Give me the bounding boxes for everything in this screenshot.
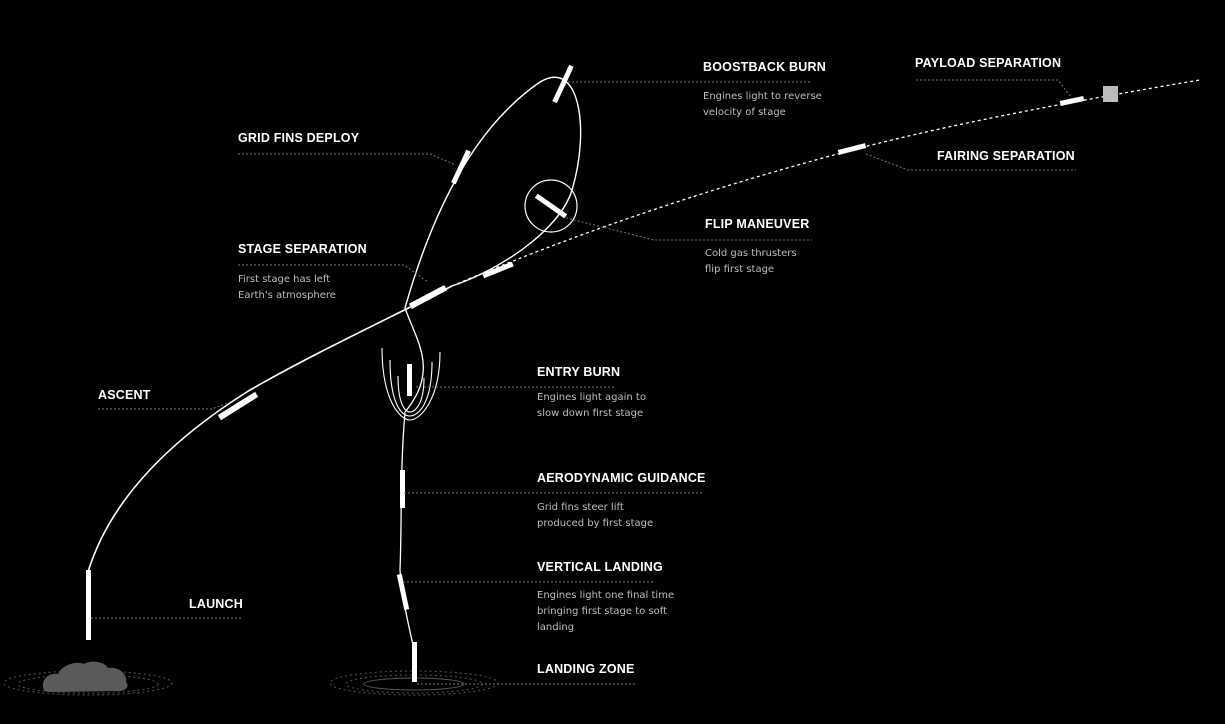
label-fairing-sep-title: FAIRING SEPARATION — [937, 149, 1075, 163]
label-flip-desc: Cold gas thrusters flip first stage — [705, 246, 797, 278]
rocket-entry-burn — [407, 364, 412, 396]
label-boostback-desc: Engines light to reverse velocity of sta… — [703, 89, 822, 121]
label-launch-title: LAUNCH — [189, 597, 243, 611]
ascent-trajectory — [87, 285, 453, 573]
label-flip-title: FLIP MANEUVER — [705, 217, 810, 231]
label-entry-burn-desc: Engines light again to slow down first s… — [537, 390, 646, 422]
desc-line: Earth's atmosphere — [238, 290, 336, 301]
label-landing-zone-title: LANDING ZONE — [537, 662, 635, 676]
label-boostback-title: BOOSTBACK BURN — [703, 60, 826, 74]
label-aero-title: AERODYNAMIC GUIDANCE — [537, 471, 706, 485]
label-vertical-landing-desc: Engines light one final time bringing fi… — [537, 588, 674, 636]
rocket-boostback — [552, 64, 574, 104]
leader-lines — [91, 79, 1076, 685]
payload-icon — [1103, 86, 1118, 102]
rocket-launch — [86, 570, 91, 640]
desc-line: velocity of stage — [703, 107, 786, 118]
label-ascent-title: ASCENT — [98, 388, 151, 402]
rocket-payload-sep — [1059, 96, 1085, 106]
launch-pad-ripples — [3, 670, 173, 696]
rocket-grid-fins — [451, 149, 471, 185]
desc-line: Grid fins steer lift — [537, 502, 624, 513]
boostback-loop — [404, 76, 582, 309]
desc-line: Cold gas thrusters — [705, 248, 797, 259]
launch-smoke-cloud — [42, 661, 128, 692]
desc-line: Engines light one final time — [537, 590, 675, 601]
label-aero-desc: Grid fins steer lift produced by first s… — [537, 500, 653, 532]
desc-line: flip first stage — [705, 264, 775, 275]
rocket-flip — [534, 193, 568, 219]
label-payload-sep-title: PAYLOAD SEPARATION — [915, 56, 1062, 70]
desc-line: produced by first stage — [537, 518, 654, 529]
rocket-landing-zone — [412, 642, 417, 682]
rocket-aero-guidance — [400, 470, 405, 508]
rocket-second-stage — [482, 261, 514, 279]
entry-burn-arcs — [381, 347, 441, 421]
rocket-stage-sep — [408, 284, 448, 310]
label-vertical-landing-title: VERTICAL LANDING — [537, 560, 663, 574]
label-entry-burn-title: ENTRY BURN — [537, 365, 621, 379]
label-stage-separation-title: STAGE SEPARATION — [238, 242, 367, 256]
label-stage-separation-desc: First stage has left Earth's atmosphere — [238, 272, 336, 304]
desc-line: Engines light to reverse — [703, 91, 822, 102]
label-grid-fins-title: GRID FINS DEPLOY — [238, 131, 360, 145]
desc-line: slow down first stage — [537, 408, 644, 419]
rocket-fairing-sep — [837, 143, 867, 155]
flip-circle — [524, 179, 578, 233]
desc-line: bringing first stage to soft — [537, 606, 668, 617]
desc-line: First stage has left — [238, 274, 331, 285]
desc-line: landing — [537, 622, 575, 633]
rocket-ascent — [217, 391, 259, 421]
rocket-vertical-landing — [396, 573, 410, 611]
desc-line: Engines light again to — [537, 392, 646, 403]
